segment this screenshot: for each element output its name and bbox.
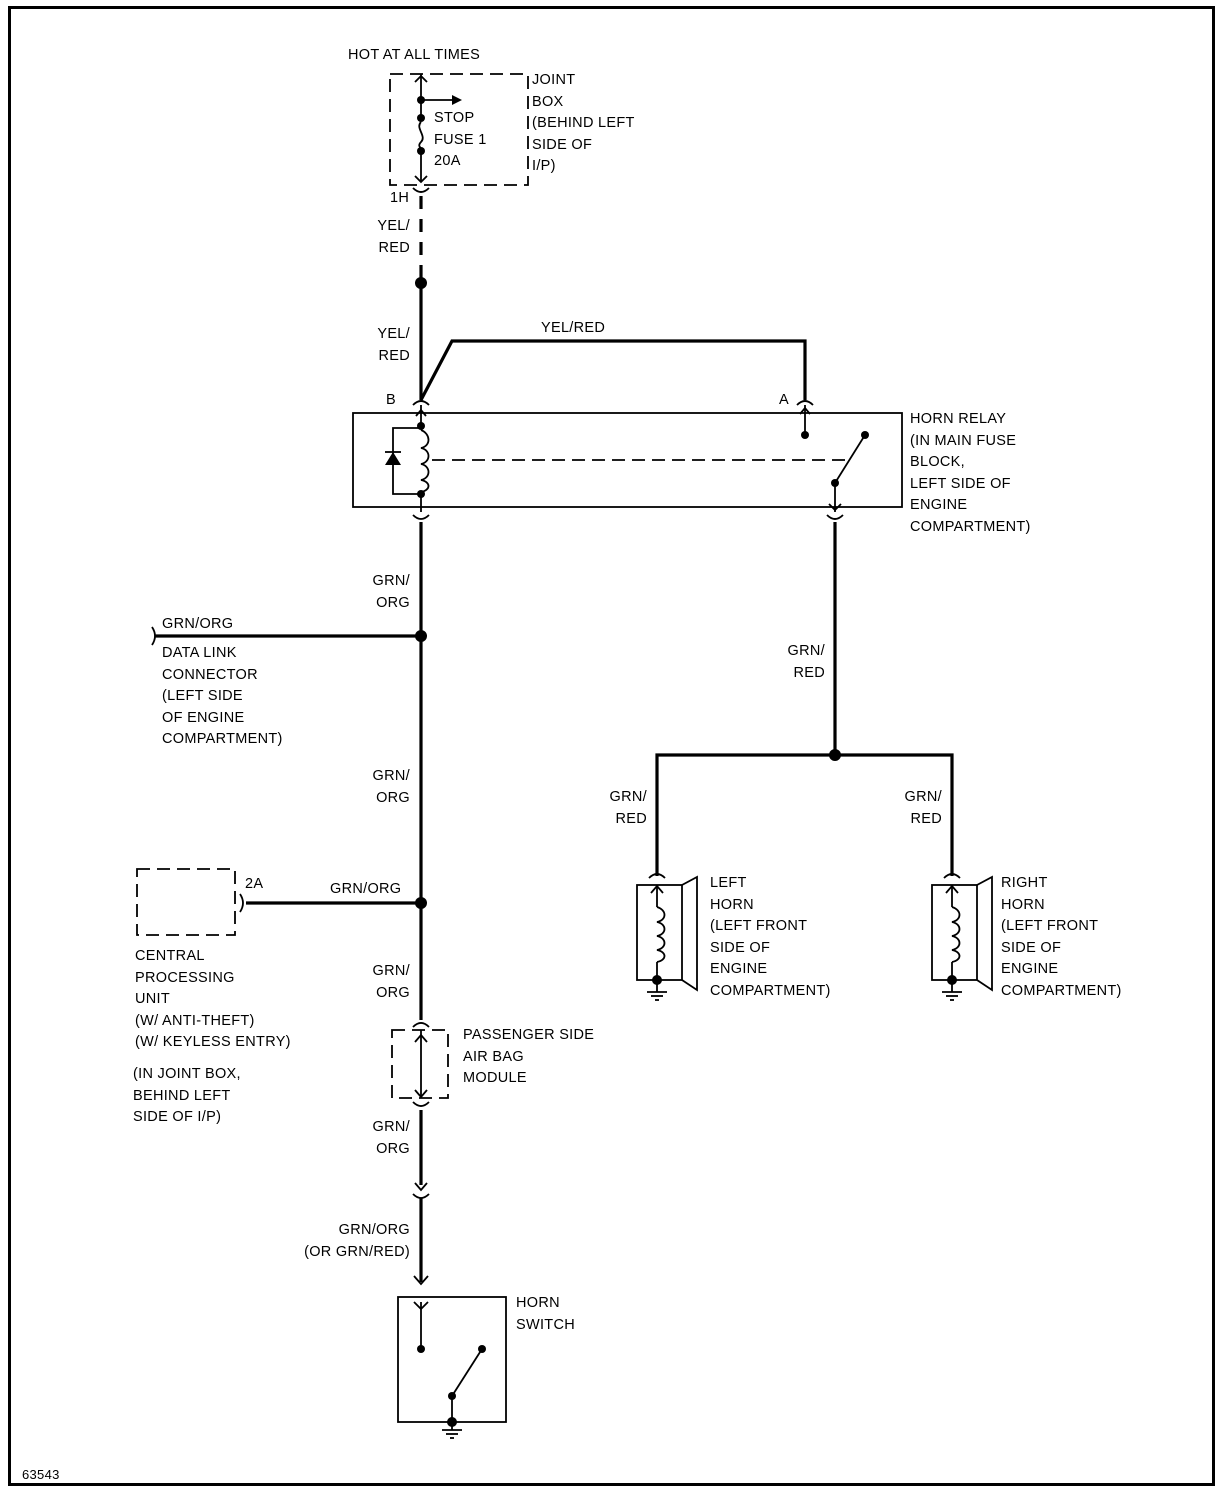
wire-label-grn-org-1: GRN/ ORG	[372, 573, 410, 611]
horn-relay-outline	[352, 412, 903, 508]
dlc-connector-icon	[151, 626, 156, 646]
wire-label-yel-red-2: YEL/ RED	[377, 326, 410, 364]
horn-switch-contact-icon	[451, 1348, 483, 1397]
wire-label-grn-org-3: GRN/ ORG	[372, 963, 410, 1001]
cpu-connector-icon	[239, 893, 244, 913]
cpu-label: CENTRAL PROCESSING UNIT (W/ ANTI-THEFT) …	[135, 948, 291, 1050]
left-horn-icon	[636, 873, 698, 1001]
branch-arrow-icon	[452, 95, 462, 105]
fuse-terminal	[417, 114, 425, 122]
relay-contact-icon	[834, 434, 866, 484]
wire-grn-red-horns	[655, 753, 954, 876]
wire-label-cpu: GRN/ORG	[330, 881, 402, 897]
figure-id: 63543	[22, 1467, 60, 1482]
connector-a-icon	[796, 400, 814, 406]
right-horn-icon	[931, 873, 993, 1001]
relay-pin-b: B	[386, 392, 396, 408]
connector-b-icon	[412, 400, 430, 406]
cpu-pin-label: 2A	[245, 876, 264, 892]
wire-label-grn-red-main: GRN/ RED	[787, 643, 825, 681]
wire-label-yel-red-top: YEL/RED	[541, 320, 606, 336]
inline-connector-icon	[412, 1193, 430, 1199]
airbag-label: PASSENGER SIDE AIR BAG MODULE	[463, 1027, 595, 1086]
fuse-name-label: STOP FUSE 1 20A	[434, 110, 487, 169]
wire-label-grn-org-4: GRN/ ORG	[372, 1119, 410, 1157]
left-horn-label: LEFT HORN (LEFT FRONT SIDE OF ENGINE COM…	[710, 875, 831, 999]
wire-label-grn-red-left: GRN/ RED	[609, 789, 647, 827]
fuse-pin-label: 1H	[390, 190, 410, 206]
relay-pin-a: A	[779, 392, 789, 408]
airbag-outline	[391, 1029, 449, 1099]
wire-label-yel-red-1: YEL/ RED	[377, 218, 410, 256]
cpu-outline	[136, 868, 236, 936]
right-horn-label: RIGHT HORN (LEFT FRONT SIDE OF ENGINE CO…	[1001, 875, 1122, 999]
ground-icon	[442, 1429, 462, 1439]
joint-box-outline	[389, 73, 529, 186]
connector-1h-icon	[412, 187, 430, 193]
wire-yel-red-to-a	[419, 339, 807, 401]
wire-label-switch: GRN/ORG (OR GRN/RED)	[304, 1222, 410, 1260]
relay-coil-icon	[420, 429, 430, 493]
dlc-label: DATA LINK CONNECTOR (LEFT SIDE OF ENGINE…	[162, 645, 283, 747]
horn-switch-label: HORN SWITCH	[516, 1295, 575, 1333]
wire-label-grn-red-right: GRN/ RED	[904, 789, 942, 827]
diagram-frame	[8, 6, 1215, 1486]
joint-box-label: JOINT BOX (BEHIND LEFT SIDE OF I/P)	[532, 72, 635, 174]
supply-label: HOT AT ALL TIMES	[348, 47, 481, 63]
cpu-location-label: (IN JOINT BOX, BEHIND LEFT SIDE OF I/P)	[133, 1066, 241, 1125]
wire-label-grn-org-2: GRN/ ORG	[372, 768, 410, 806]
wire-label-dlc: GRN/ORG	[162, 616, 234, 632]
fuse-element-icon	[418, 121, 424, 151]
diode-icon	[385, 452, 401, 465]
horn-relay-label: HORN RELAY (IN MAIN FUSE BLOCK, LEFT SID…	[910, 411, 1031, 535]
